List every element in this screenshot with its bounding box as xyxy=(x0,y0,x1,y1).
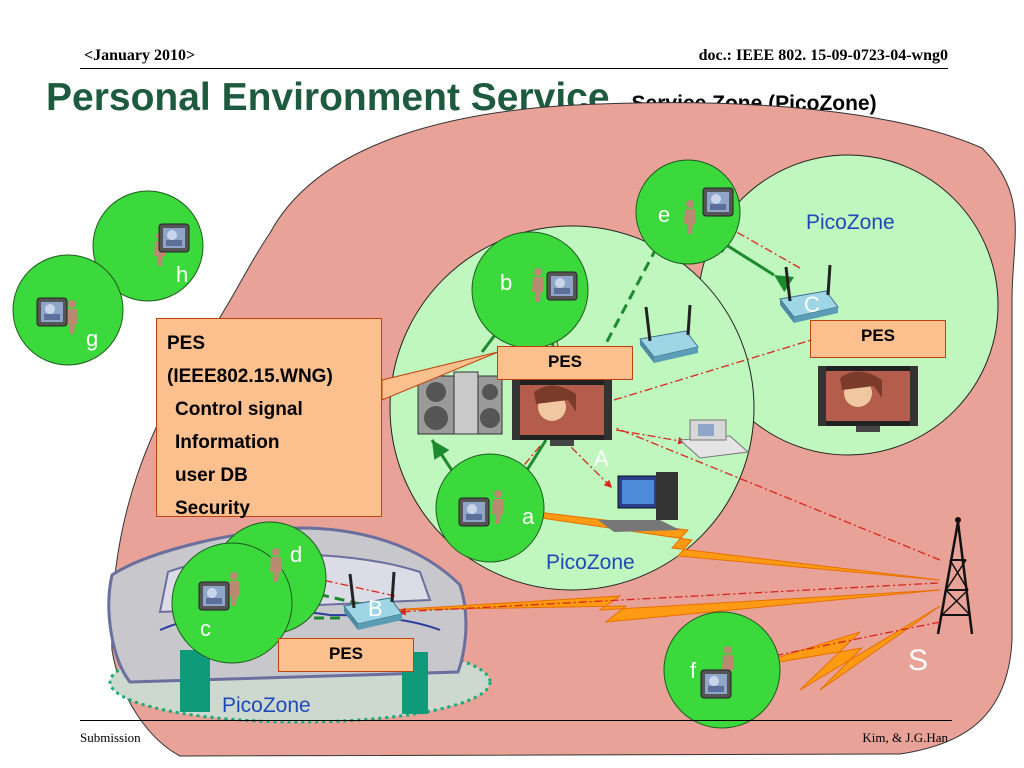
footer-rule xyxy=(80,720,952,721)
tv-a xyxy=(512,380,612,446)
label-node-g: g xyxy=(86,326,98,351)
pes-callout-pointer xyxy=(381,351,499,401)
label-node-a: a xyxy=(522,504,535,529)
pes-box-item-information: Information xyxy=(175,432,280,453)
label-node-b: b xyxy=(500,270,512,295)
node-h xyxy=(92,190,204,302)
cell-tower-s xyxy=(936,517,974,635)
label-node-f: f xyxy=(690,658,697,683)
label-tower-S: S xyxy=(908,644,928,677)
header-doc-id: doc.: IEEE 802. 15-09-0723-04-wng0 xyxy=(698,47,948,64)
label-node-h: h xyxy=(176,262,188,287)
pes-box-title: PES xyxy=(167,333,206,354)
pes-info-box: PES (IEEE802.15.WNG) Control signal Info… xyxy=(156,318,382,519)
pes-box-item-security: Security xyxy=(175,498,250,519)
tv-c xyxy=(818,366,918,432)
footer-authors: Kim, & J.G.Han xyxy=(862,730,948,745)
node-a xyxy=(435,453,545,563)
label-picozone-center: PicoZone xyxy=(546,551,635,574)
label-ap-A: A xyxy=(594,446,609,471)
label-picozone-right: PicoZone xyxy=(806,211,895,234)
label-node-c: c xyxy=(200,616,211,641)
footer-submission: Submission xyxy=(80,730,141,745)
pes-box-item-control: Control signal xyxy=(175,399,303,420)
label-node-e: e xyxy=(658,202,670,227)
phone-icon xyxy=(678,419,750,459)
device-b xyxy=(532,268,578,302)
header-rule xyxy=(80,68,948,69)
pes-box-subtitle: (IEEE802.15.WNG) xyxy=(167,366,333,387)
signal-bolt-f xyxy=(743,605,941,691)
label-node-d: d xyxy=(290,542,302,567)
pes-label-right: PES xyxy=(810,320,946,358)
label-picozone-car: PicoZone xyxy=(222,694,311,717)
header-date: <January 2010> xyxy=(84,47,196,64)
pes-label-center: PES xyxy=(497,346,633,380)
computer-icon xyxy=(598,472,680,532)
label-ap-C: C xyxy=(804,292,820,317)
pes-box-item-userdb: user DB xyxy=(175,465,248,486)
pes-label-car: PES xyxy=(278,638,414,672)
stereo-icon xyxy=(417,371,503,435)
label-ap-B: B xyxy=(368,596,383,621)
